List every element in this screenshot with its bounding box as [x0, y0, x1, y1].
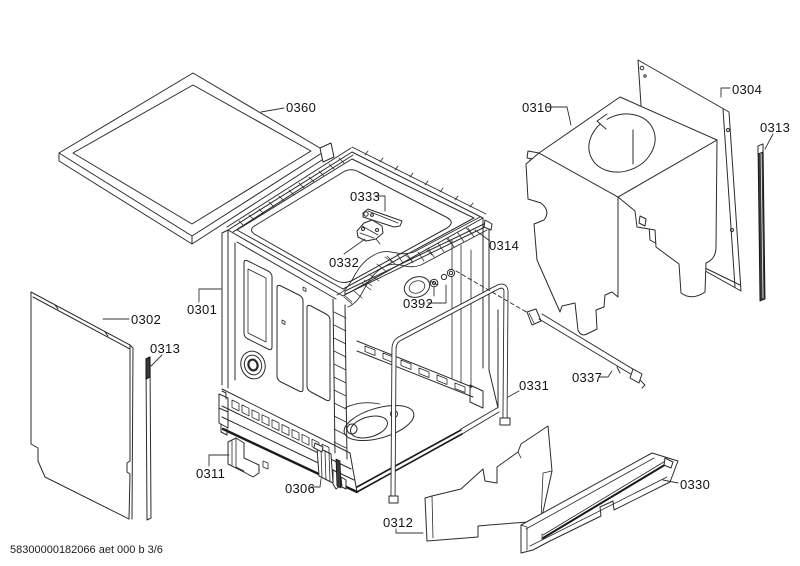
leader-0301: [198, 288, 222, 303]
part-label-0337: 0337: [572, 370, 602, 385]
part-0333-rail-piece: [362, 208, 403, 228]
leader-0313-right: [764, 133, 774, 150]
callout-labels: 0360 0333 0332 0392 0314 0310 0304 0313 …: [131, 82, 790, 530]
part-0392-fasteners: [429, 268, 456, 288]
part-label-0312: 0312: [383, 515, 413, 530]
leader-0314: [474, 229, 491, 242]
part-label-0313-left: 0313: [150, 341, 180, 356]
part-0330-channel: [520, 452, 679, 554]
part-label-0301: 0301: [187, 302, 217, 317]
leader-0330: [662, 479, 679, 484]
part-label-0332: 0332: [329, 255, 359, 270]
part-label-0360: 0360: [286, 100, 316, 115]
leader-0360: [260, 107, 285, 113]
part-label-0310: 0310: [522, 100, 552, 115]
part-label-0313-right: 0313: [760, 120, 790, 135]
leader-0331: [507, 390, 520, 398]
leader-0332: [343, 238, 366, 255]
part-0313-left-strip: [145, 356, 152, 521]
part-0314-rail: [344, 219, 493, 295]
assembly-dashed-line: [455, 270, 529, 314]
leader-0337: [598, 370, 613, 378]
part-0302-door-panel: [30, 291, 134, 520]
part-0310-side-panel: [525, 96, 718, 336]
part-0331-tube: [388, 283, 511, 504]
leader-0311: [208, 454, 230, 467]
part-0311-base-block: [227, 437, 269, 478]
part-label-0302: 0302: [131, 312, 161, 327]
part-0332-bracket: [356, 219, 384, 245]
part-label-0331: 0331: [519, 378, 549, 393]
leader-0306: [310, 478, 322, 488]
part-label-0333: 0333: [350, 189, 380, 204]
part-0312-insulation: [424, 425, 553, 542]
footer-document-code: 58300000182066 aet 000 b 3/6: [10, 544, 163, 556]
part-label-0314: 0314: [489, 238, 519, 253]
part-0306-base-bracket: [313, 442, 347, 490]
leader-0313-left: [150, 354, 163, 367]
leader-lines: [102, 87, 774, 534]
part-label-0330: 0330: [680, 477, 710, 492]
part-0360-worktop: [58, 72, 326, 245]
leader-0333: [374, 195, 386, 212]
part-label-0304: 0304: [732, 82, 762, 97]
leader-0304: [720, 87, 731, 98]
part-label-0392: 0392: [403, 296, 433, 311]
exploded-view-drawing: [30, 59, 774, 554]
leader-0312: [395, 528, 424, 534]
part-label-0306: 0306: [285, 481, 315, 496]
part-0313-right-strip: [757, 143, 766, 302]
part-label-0311: 0311: [196, 466, 225, 481]
leader-0392: [427, 284, 447, 304]
part-0337-rod: [526, 308, 646, 389]
leader-0310: [546, 106, 572, 126]
